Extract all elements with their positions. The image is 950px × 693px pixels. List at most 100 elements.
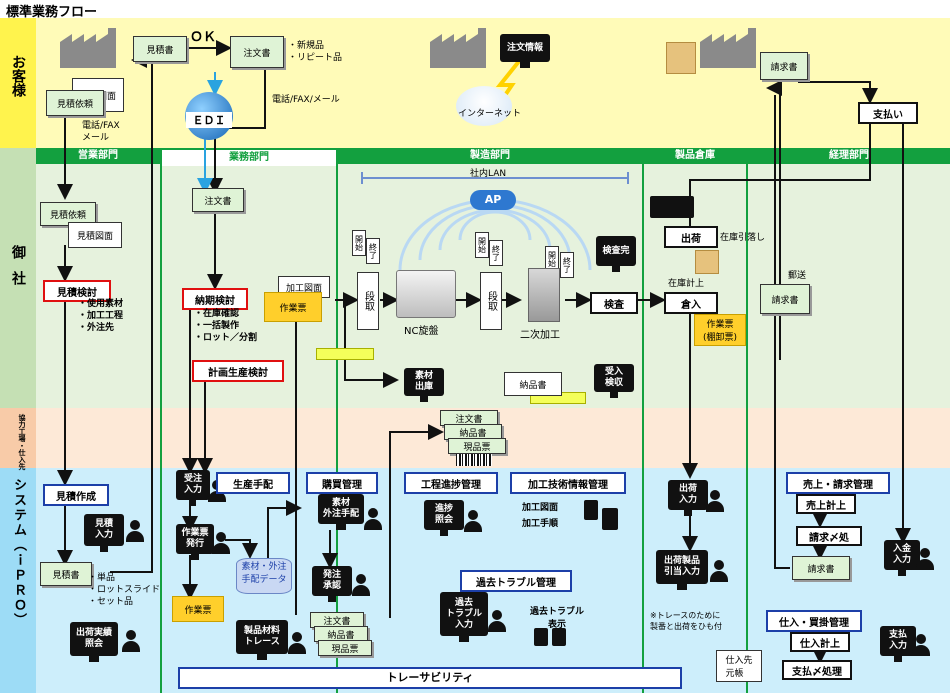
person-icon (912, 634, 930, 656)
end-tag-1: 終了 (366, 238, 380, 264)
partner-item-tag-doc: 現品票 (448, 438, 506, 454)
tablet-icon (534, 628, 548, 646)
internet-label: インターネット (458, 109, 522, 119)
lane-label-customer-bg (0, 18, 36, 148)
drill-press-icon (528, 268, 560, 322)
lane-label-system-bg (0, 468, 36, 693)
trouble-input-monitor: 過去 トラブル 入力 (440, 592, 488, 642)
tablet-icon (602, 508, 618, 530)
traceability-bar: トレーサビリティ (178, 667, 682, 689)
storage-in-box[interactable]: 倉入 (664, 292, 718, 314)
boxes-icon-warehouse (695, 250, 719, 274)
end-tag-2: 終了 (489, 240, 503, 266)
ship-instruction-monitor: 出荷製品 引当入力 (656, 550, 708, 590)
plan-review-box[interactable]: 計画生産検討 (192, 360, 284, 382)
payment-box[interactable]: 支払い (858, 102, 918, 124)
lane-company: 御社 (10, 245, 26, 297)
ship-input-monitor: 出荷 入力 (668, 480, 708, 516)
order-sheet-doc-internal: 注文書 (192, 188, 244, 212)
col-divider (336, 148, 338, 693)
mail-label: 郵送 (788, 271, 807, 281)
order-bullets: ・新規品 ・リピート品 (288, 40, 342, 64)
inspection-done-monitor: 検査完 (596, 236, 636, 272)
order-info-monitor: 注文情報 (500, 34, 550, 68)
lane-system: システム（ｉＰＲＯ） (11, 478, 26, 628)
tech-info-mgmt-box[interactable]: 加工技術情報管理 (510, 472, 626, 494)
tech-item-procedure: 加工手順 (522, 519, 559, 529)
person-icon (126, 520, 144, 542)
work-ticket-issue-monitor: 作業票 発行 (176, 524, 214, 560)
order-input-monitor: 受注 入力 (176, 470, 210, 506)
estimate-sheet-doc: 見積書 (133, 36, 187, 62)
truck-icon (650, 196, 694, 218)
estimate-review-box[interactable]: 見積検討 (43, 280, 111, 302)
nc-lathe-label: NC旋盤 (404, 326, 439, 337)
ok-label: ＯＫ (190, 30, 217, 45)
shipping-box[interactable]: 出荷 (664, 226, 718, 248)
end-tag-3: 終了 (560, 252, 574, 278)
payment-in-monitor: 支払 入力 (880, 626, 916, 662)
payment-close-box[interactable]: 支払〆処理 (782, 660, 852, 680)
bullet-set: ・セット品 (88, 597, 134, 607)
delivery-review-bullets: ・在庫確認 ・一括製作 ・ロット／分割 (194, 308, 257, 344)
purchase-mgmt-box[interactable]: 購買管理 (306, 472, 378, 494)
billing-close-box[interactable]: 請求〆処 (796, 526, 862, 546)
person-icon (916, 548, 934, 570)
bullet-single: ・単品 (88, 573, 116, 583)
person-icon (710, 560, 728, 582)
order-approve-monitor: 発注 承認 (312, 566, 352, 602)
bullet-lot-slide: ・ロットスライド (88, 585, 161, 595)
edi-label: ＥＤＩ (186, 112, 232, 128)
barcode-icon (456, 454, 492, 466)
system-item-tag-doc: 現品票 (318, 640, 372, 656)
order-sheet-doc: 注文書 (230, 36, 284, 68)
work-ticket-shelf-doc: 作業票 (棚卸票) (694, 314, 746, 346)
material-data-db: 素材・外注 手配データ (236, 558, 292, 594)
sales-billing-box[interactable]: 売上・請求管理 (786, 472, 890, 494)
person-icon (706, 490, 724, 512)
factory-icon (700, 28, 764, 68)
person-icon (288, 632, 306, 654)
invoice-doc-internal: 請求書 (760, 284, 810, 314)
estimate-create-box[interactable]: 見積作成 (43, 484, 109, 506)
material-out-monitor: 素材 出庫 (404, 368, 444, 402)
invoice-doc-system: 請求書 (792, 556, 850, 580)
setup-tag-2: 段取 (480, 272, 502, 330)
person-icon (364, 508, 382, 530)
product-material-trace-monitor: 製品材料 トレース (236, 620, 288, 660)
bullet-stock-check: ・在庫確認 (194, 309, 240, 319)
lane-partner: 協力工場・仕入先 (18, 414, 26, 470)
production-arrange-box[interactable]: 生産手配 (216, 472, 290, 494)
internet-globe-icon (456, 86, 512, 126)
phone-fax-mail-label: 電話/FAX メール (82, 121, 120, 143)
factory-icon (60, 28, 124, 68)
ship-record-monitor: 出荷実績 照会 (70, 622, 118, 662)
lan-label: 社内LAN (470, 169, 507, 179)
inspection-box[interactable]: 検査 (590, 292, 638, 314)
sales-record-box[interactable]: 売上計上 (796, 494, 856, 514)
page-title: 標準業務フロー (6, 5, 98, 20)
dept-warehouse: 製品倉庫 (644, 148, 746, 164)
receive-check-monitor: 受入 検収 (594, 364, 634, 398)
estimate-drawing-doc-internal: 見積図面 (68, 222, 122, 248)
col-divider (746, 148, 748, 693)
secondary-process-label: 二次加工 (520, 330, 560, 341)
nc-lathe-icon (396, 270, 456, 318)
progress-mgmt-box[interactable]: 工程進捗管理 (404, 472, 498, 494)
estimate-sheet-doc-system: 見積書 (40, 562, 92, 586)
material-bar-icon (316, 348, 374, 360)
material-outsource-monitor: 素材 外注手配 (318, 494, 364, 530)
purchase-payable-box[interactable]: 仕入・買掛管理 (766, 610, 862, 632)
delivery-review-box[interactable]: 納期検討 (182, 288, 248, 310)
person-icon (352, 574, 370, 596)
start-tag-1: 開始 (352, 230, 366, 256)
purchase-record-box[interactable]: 仕入計上 (790, 632, 850, 652)
work-ticket-doc-system: 作業票 (172, 596, 224, 622)
tech-info-items: 加工図面 加工手順 (522, 500, 558, 532)
phone-fax-mail-label-2: 電話/FAX/メール (272, 95, 340, 105)
tech-item-drawing: 加工図面 (522, 503, 559, 513)
bullet-outsource: ・外注先 (78, 323, 115, 333)
tablet-icon (584, 500, 598, 520)
estimate-sheet-bullets: ・単品 ・ロットスライド ・セット品 (88, 572, 160, 608)
trouble-mgmt-box[interactable]: 過去トラブル管理 (460, 570, 572, 592)
